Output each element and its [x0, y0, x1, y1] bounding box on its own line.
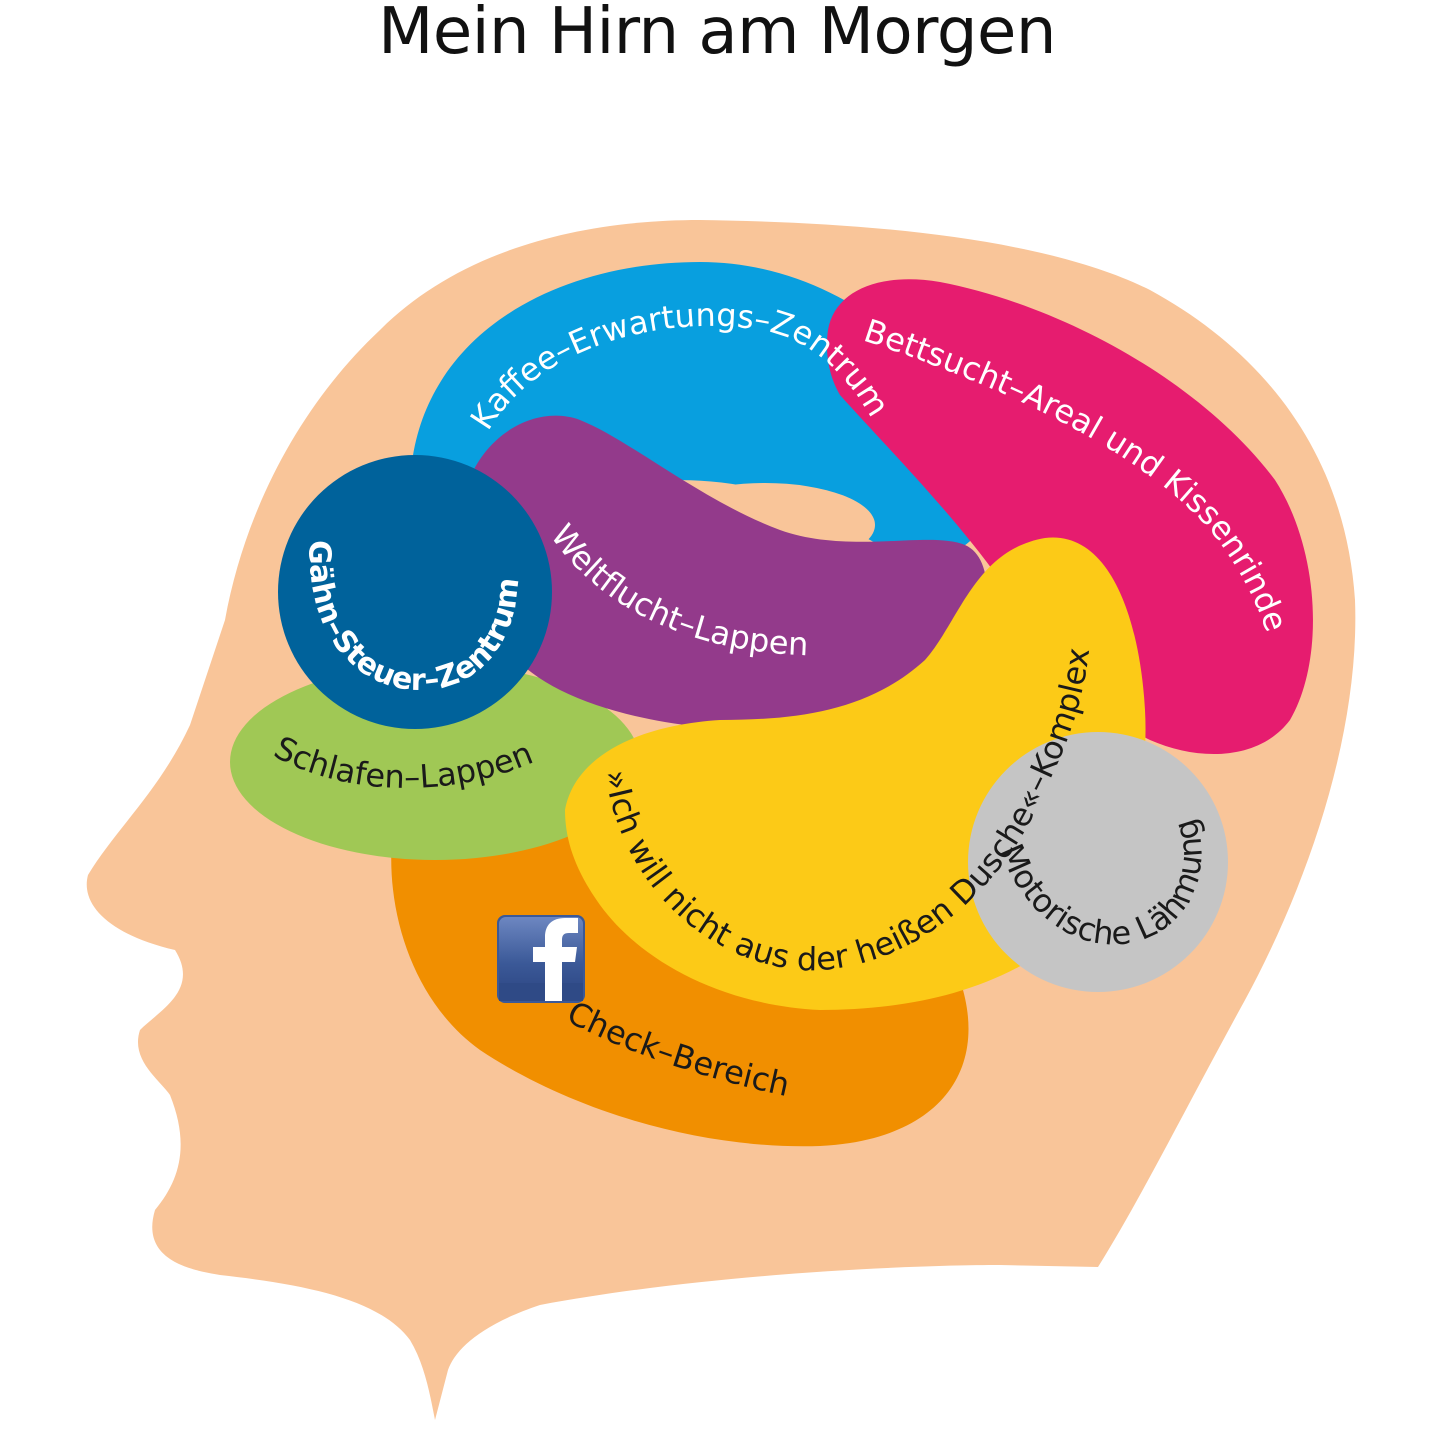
region-yawn [278, 455, 552, 729]
region-sleep [230, 664, 640, 860]
facebook-icon [497, 915, 585, 1003]
region-flight [460, 415, 988, 732]
region-bed [826, 279, 1313, 754]
page-title: Mein Hirn am Morgen [378, 0, 1056, 69]
region-motor [968, 732, 1228, 992]
